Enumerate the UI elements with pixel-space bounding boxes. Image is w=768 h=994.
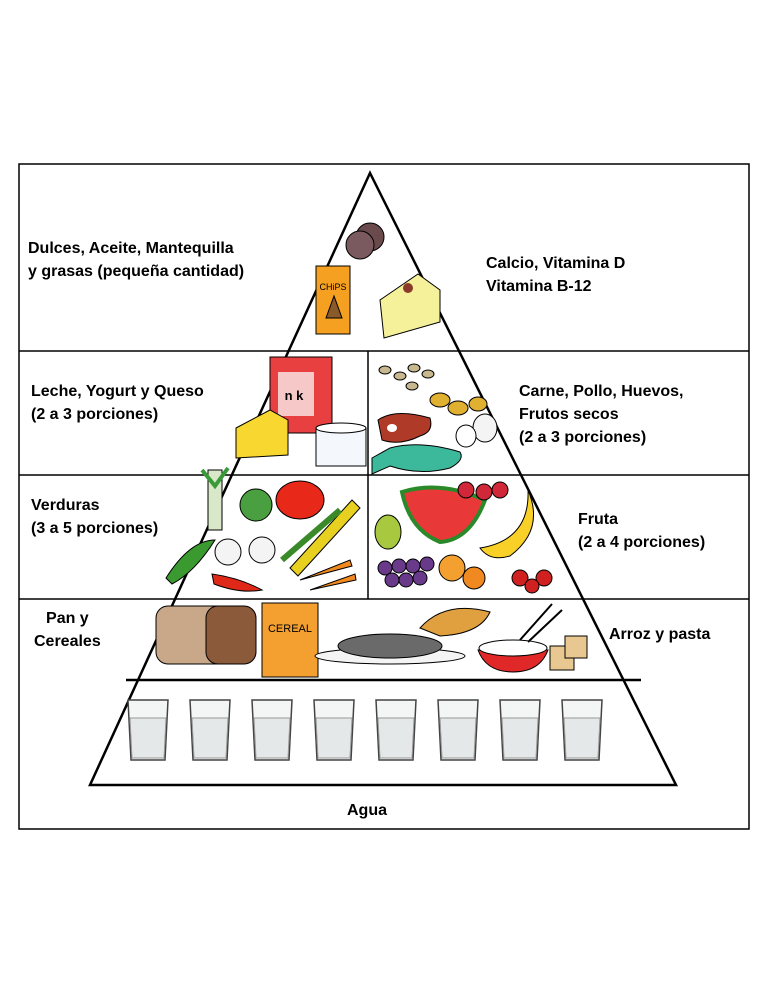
label-vitamins: Calcio, Vitamina D Vitamina B-12 [486, 252, 625, 298]
water-glass-icon [437, 699, 479, 761]
label-line: (2 a 3 porciones) [519, 429, 647, 446]
label-line: Leche, Yogurt y Queso [31, 383, 204, 400]
label-line: (2 a 4 porciones) [578, 534, 706, 551]
cereal-box-icon: CEREAL [261, 602, 319, 678]
label-line: (2 a 3 porciones) [31, 406, 159, 423]
water-glass-icon [561, 699, 603, 761]
leeks-icon [200, 466, 230, 531]
bread-loaf-icon [155, 605, 257, 665]
label-dairy: Leche, Yogurt y Queso (2 a 3 porciones) [31, 380, 204, 426]
label-sweets: Dulces, Aceite, Mantequilla y grasas (pe… [28, 237, 244, 283]
watermelon-icon [399, 485, 488, 545]
garlic-icon [214, 536, 276, 566]
peaches-icon [438, 554, 486, 590]
cookies-icon [345, 222, 385, 260]
fish-icon [371, 444, 462, 475]
label-line: Cereales [34, 633, 101, 650]
spaghetti-plate-icon [314, 633, 466, 665]
cake-slice-icon [379, 273, 441, 339]
nuts-icon [429, 392, 488, 416]
label-fruit: Fruta (2 a 4 porciones) [578, 508, 705, 554]
rice-bowl-icon [477, 603, 563, 673]
cherries-icon [511, 569, 553, 594]
corn-icon [280, 499, 361, 577]
svg-text:CEREAL: CEREAL [268, 623, 312, 635]
label-line: Calcio, Vitamina D [486, 255, 626, 272]
water-glass-icon [189, 699, 231, 761]
grapes-icon [377, 556, 435, 588]
label-line: Verduras [31, 497, 100, 514]
yogurt-cup-icon [315, 422, 367, 467]
bananas-icon [479, 489, 535, 559]
svg-text:CHiPS: CHiPS [319, 282, 346, 292]
broccoli-icon [239, 488, 273, 522]
pyramid-outline [88, 170, 679, 787]
water-glass-icon [499, 699, 541, 761]
label-line: Frutos secos [519, 406, 619, 423]
water-glasses [127, 699, 603, 761]
label-line: Fruta [578, 511, 618, 528]
eggs-icon [455, 413, 498, 448]
label-line: y grasas (pequeña cantidad) [28, 263, 245, 280]
water-glass-icon [127, 699, 169, 761]
label-line: Dulces, Aceite, Mantequilla [28, 240, 234, 257]
label-vegetables: Verduras (3 a 5 porciones) [31, 494, 158, 540]
label-line: Vitamina B-12 [486, 278, 592, 295]
meat-icon [377, 413, 432, 443]
crackers-icon [549, 635, 588, 671]
croissant-icon [419, 607, 491, 637]
label-rice: Arroz y pasta [609, 626, 711, 643]
beans-icon [378, 363, 435, 391]
tomato-icon [275, 480, 325, 520]
carrots-icon [299, 559, 357, 591]
label-water: Agua [347, 802, 387, 819]
label-line: Carne, Pollo, Huevos, [519, 383, 684, 400]
chips-bag-icon: CHiPS [315, 265, 351, 335]
peas-icon [165, 539, 216, 585]
label-line: (3 a 5 porciones) [31, 520, 159, 537]
label-bread: Pan y Cereales [34, 607, 101, 653]
water-glass-icon [313, 699, 355, 761]
outer-frame [18, 163, 750, 830]
label-line: Pan y [46, 610, 89, 627]
pear-icon [374, 514, 402, 550]
label-protein: Carne, Pollo, Huevos, Frutos secos (2 a … [519, 380, 683, 449]
cheese-icon [235, 409, 289, 459]
milk-carton-icon: n k [269, 356, 333, 434]
water-glass-icon [375, 699, 417, 761]
svg-text:n k: n k [285, 388, 305, 403]
water-glass-icon [251, 699, 293, 761]
pepper-icon [211, 573, 264, 592]
strawberries-icon [457, 481, 509, 501]
